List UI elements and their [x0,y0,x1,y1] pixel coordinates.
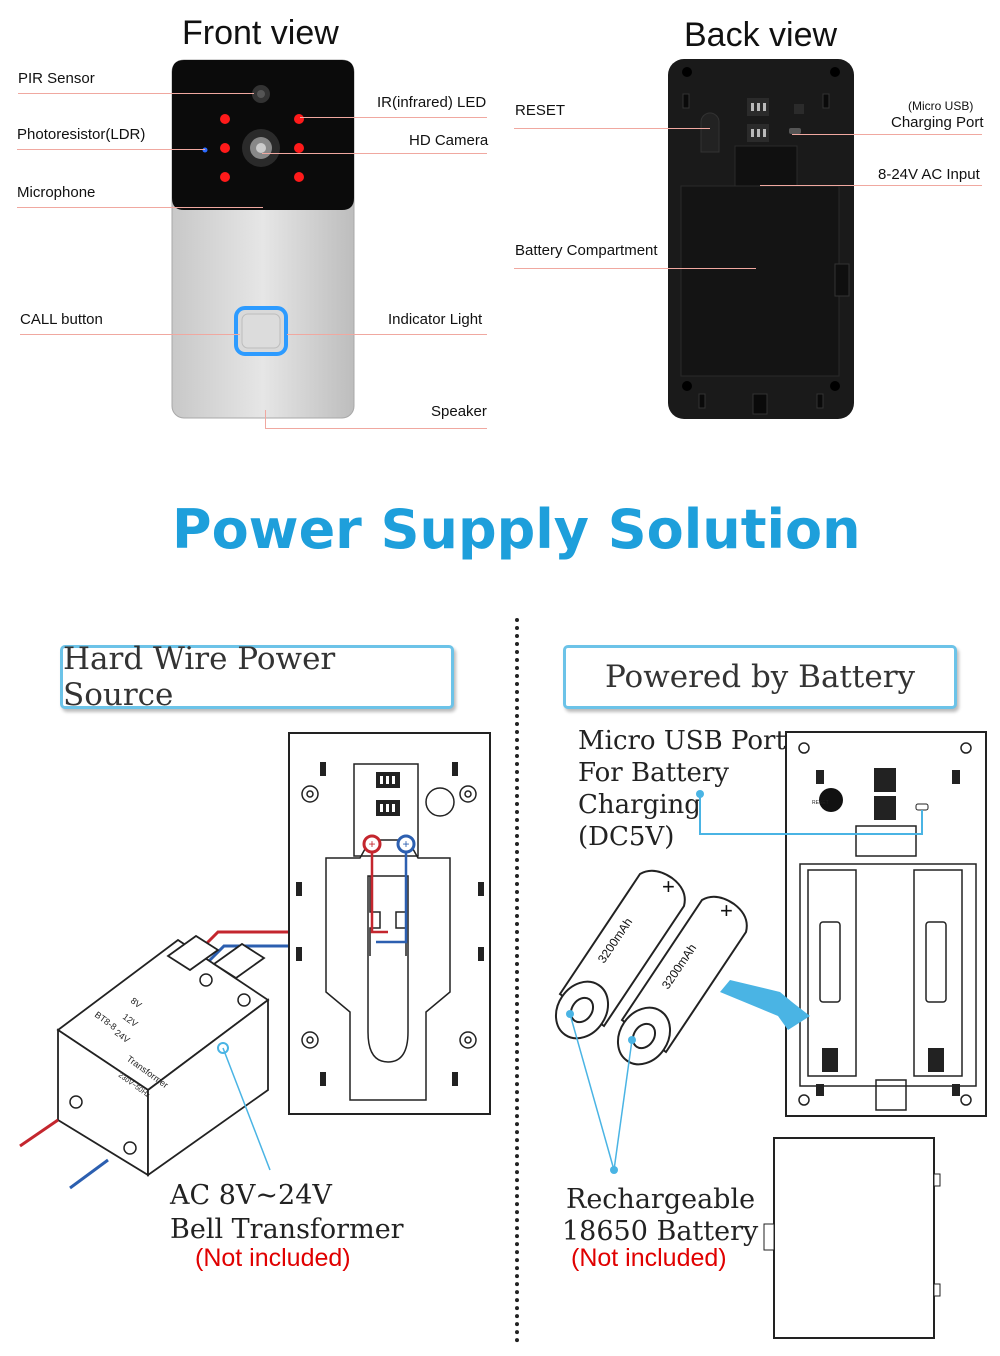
hardwire-heading-box: Hard Wire Power Source [60,641,454,713]
call-button-label: CALL button [20,311,103,328]
doorbell-front-illustration [171,59,355,419]
micro-usb-label: (Micro USB) [908,99,974,113]
back-view-title: Back view [684,16,838,54]
battery-caption-line2: 18650 Battery [562,1216,759,1247]
speaker-label: Speaker [431,403,487,420]
hd-camera-label: HD Camera [409,132,489,149]
battery-cells-illustration: + + 3200mAh 3200mAh [554,869,748,1174]
front-view-title: Front view [182,14,339,52]
power-supply-title: Power Supply Solution [172,498,861,561]
microphone-label: Microphone [17,184,96,201]
transformer-caption-line2: Bell Transformer [170,1214,404,1245]
svg-text:+: + [662,874,675,899]
reset-label: RESET [515,102,566,119]
hardwire-heading: Hard Wire Power Source [63,641,336,713]
battery-cover-illustration [763,1137,941,1339]
battery-case-reset-mark: RESET [812,800,829,806]
battery-case-illustration: RESET [696,731,987,1117]
photoresistor-label: Photoresistor(LDR) [17,126,146,143]
doorbell-back-illustration [668,59,854,419]
usb-caption-line3: Charging [578,790,701,820]
battery-caption-line1: Rechargeable [566,1184,756,1215]
battery-heading: Powered by Battery [604,659,916,695]
svg-text:+: + [402,837,409,851]
transformer-caption-line1: AC 8V~24V [170,1180,332,1211]
charging-port-label: Charging Port [891,114,984,131]
transformer-not-included: (Not included) [195,1244,351,1272]
usb-caption-line1: Micro USB Port [578,726,786,756]
usb-caption-line2: For Battery [578,758,729,788]
svg-text:+: + [368,837,375,851]
battery-heading-box: Powered by Battery [563,645,957,709]
ac-input-label: 8-24V AC Input [878,166,980,183]
ir-led-label: IR(infrared) LED [377,94,487,111]
pir-sensor-label: PIR Sensor [18,70,95,87]
section-divider [515,618,519,1343]
indicator-light-label: Indicator Light [388,311,483,328]
battery-not-included: (Not included) [571,1244,727,1272]
svg-text:+: + [720,898,733,923]
usb-caption-line4: (DC5V) [578,822,675,852]
bell-transformer-illustration: 8V 12V 24V BT8-8 Transformer 230V~50Hz [19,930,288,1190]
battery-compartment-label: Battery Compartment [515,242,658,259]
mounting-plate-illustration: + + [288,732,491,1115]
